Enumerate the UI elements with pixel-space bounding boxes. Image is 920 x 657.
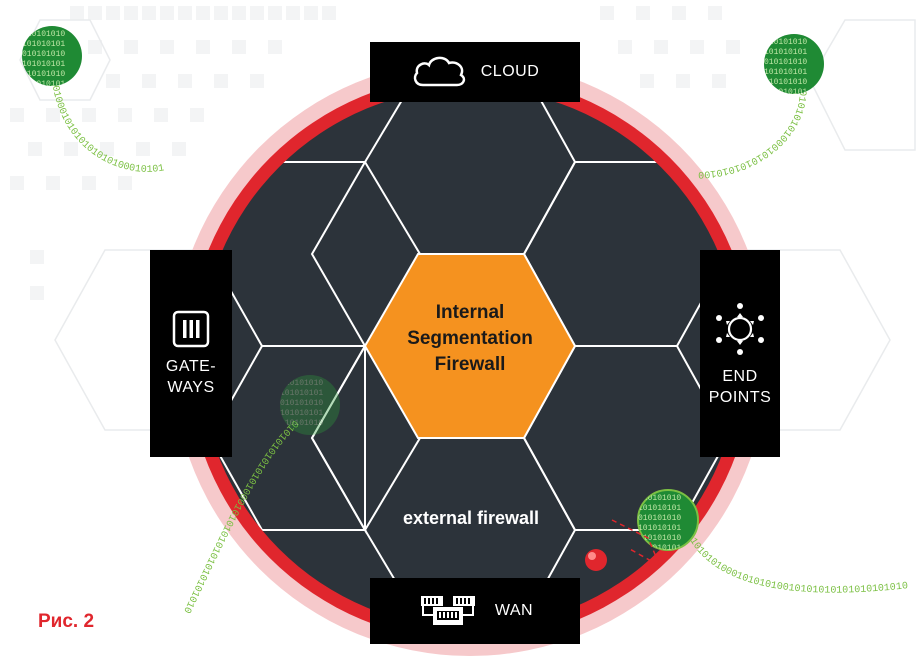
endpoints-label: END POINTS	[709, 366, 772, 408]
blocked-threat	[585, 519, 662, 571]
gateways-label: GATE- WAYS	[166, 356, 216, 398]
center-line-3: Firewall	[434, 354, 506, 375]
svg-text:010101010: 010101010	[638, 494, 681, 503]
svg-text:010101010: 010101010	[280, 379, 323, 388]
svg-text:101010101: 101010101	[638, 504, 681, 513]
svg-text:010101010: 010101010	[764, 78, 807, 87]
svg-text:101010101: 101010101	[280, 409, 323, 418]
center-line-2: Segmentation	[407, 328, 533, 349]
svg-text:010101010: 010101010	[22, 30, 65, 39]
gateways-label-line-1: GATE-	[165, 357, 217, 375]
cloud-icon	[413, 56, 465, 87]
svg-text:101010101: 101010101	[22, 80, 65, 89]
cloud-node[interactable]: CLOUD	[370, 42, 580, 102]
svg-text:101010101: 101010101	[764, 88, 807, 97]
external-firewall-label: external firewall	[402, 508, 540, 528]
svg-text:101010101: 101010101	[638, 524, 681, 533]
svg-text:010101010: 010101010	[638, 534, 681, 543]
svg-text:101010101: 101010101	[638, 544, 681, 553]
center-line-1: Internal	[435, 302, 505, 323]
svg-text:101010101: 101010101	[764, 68, 807, 77]
endpoints-node[interactable]: END POINTS	[700, 250, 780, 457]
gateways-label-line-2: WAYS	[167, 378, 215, 396]
svg-text:101010101: 101010101	[22, 60, 65, 69]
network-switch-icon	[420, 596, 475, 625]
svg-text:101010101: 101010101	[22, 40, 65, 49]
figure-caption: Рис. 2	[38, 611, 95, 632]
internal-segmentation-hex[interactable]	[363, 253, 577, 439]
gateways-node[interactable]: GATE- WAYS	[150, 250, 232, 457]
svg-text:010101010: 010101010	[638, 514, 681, 523]
svg-text:010101010: 010101010	[764, 58, 807, 67]
wan-node[interactable]: WAN	[370, 578, 580, 644]
endpoints-label-line-1: END	[722, 367, 758, 385]
svg-text:101010101: 101010101	[280, 389, 323, 398]
svg-text:010101010: 010101010	[280, 399, 323, 408]
svg-text:010101010: 010101010	[22, 70, 65, 79]
endpoints-label-line-2: POINTS	[708, 388, 772, 406]
svg-text:010101010: 010101010	[764, 38, 807, 47]
svg-text:010101010: 010101010	[22, 50, 65, 59]
wan-label: WAN	[494, 602, 534, 619]
svg-text:101010101: 101010101	[764, 48, 807, 57]
svg-text:010101010: 010101010	[280, 419, 323, 428]
internal-segmentation-firewall-label: Internal Segmentation Firewall	[360, 300, 580, 378]
threat-icon	[585, 549, 607, 571]
cloud-label: CLOUD	[480, 63, 540, 80]
gateway-icon	[172, 310, 210, 347]
background-squares	[10, 6, 740, 300]
endpoints-sun-icon	[716, 302, 764, 355]
